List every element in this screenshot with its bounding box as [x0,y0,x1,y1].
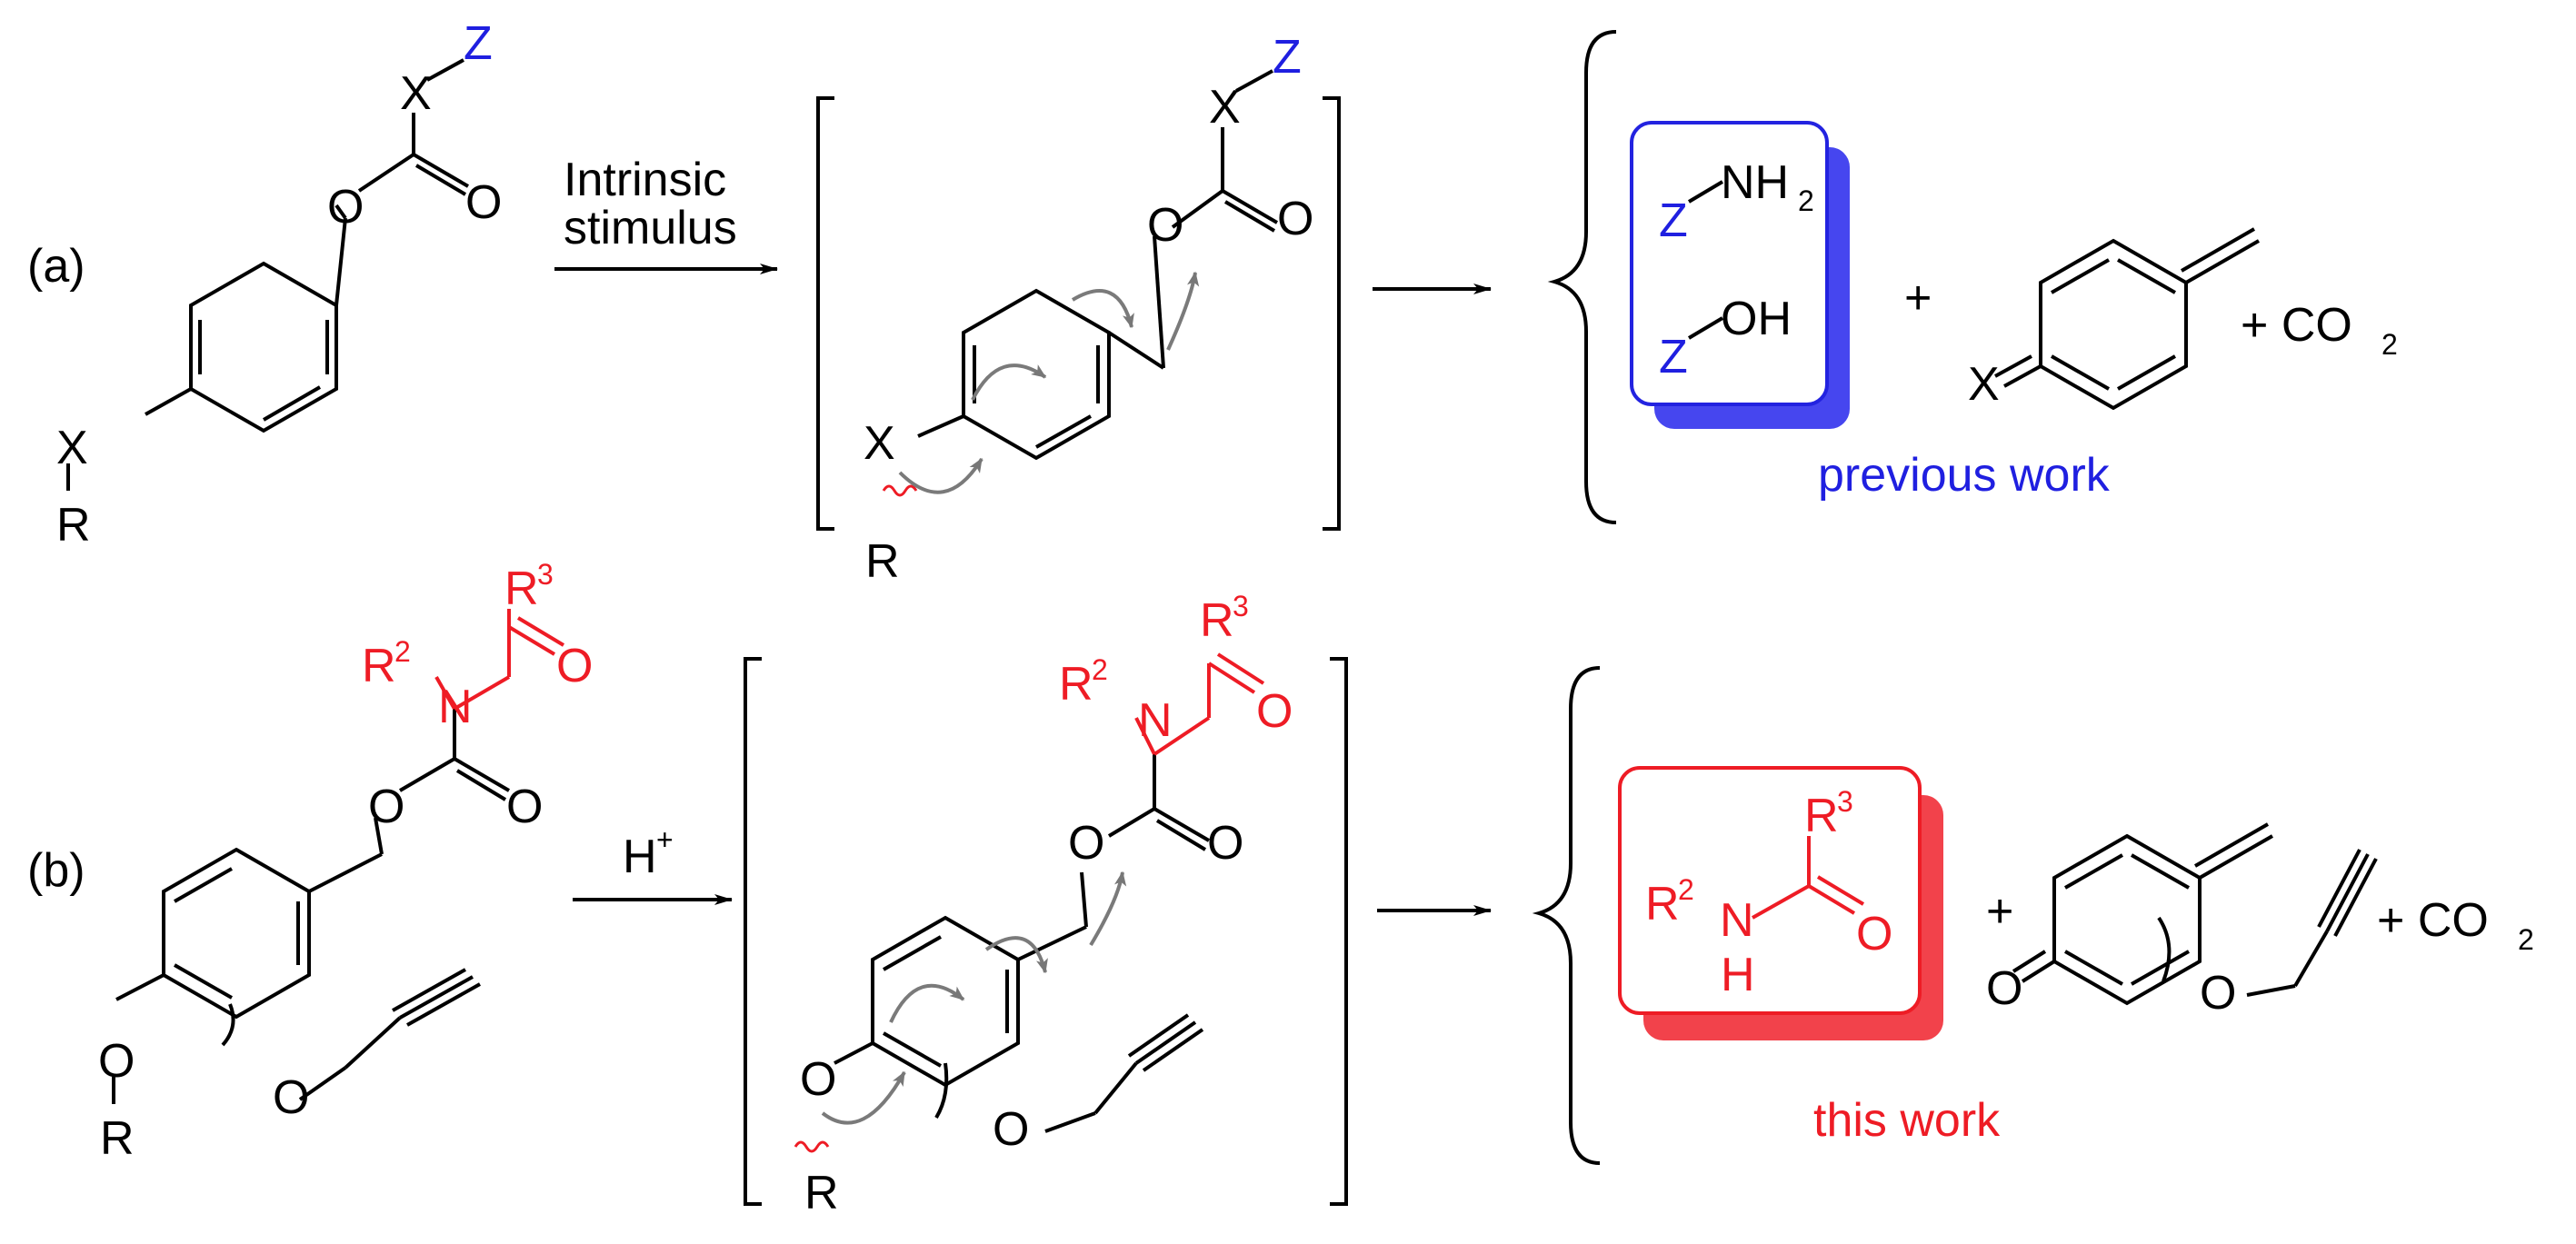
panel-b-qm-ether-o: O [2200,967,2236,1020]
amide-r2-sup: 2 [1678,873,1694,906]
panel-a-stimulus-line2: stimulus [564,202,737,254]
panel-b-sm-phenol-o: O [98,1035,135,1088]
panel-b-amide [1752,836,1865,920]
panel-a-int-carbonyl-o: O [1277,193,1313,245]
panel-a-electron-arrows [898,271,1200,494]
amine-nh-sub: 2 [1798,184,1814,217]
panel-a-label: (a) [27,240,85,293]
panel-b-caption: this work [1813,1094,2001,1147]
amide-n: N [1720,894,1754,947]
panel-a-sm-z: Z [464,17,493,70]
panel-b-sm-carbonyl-o: O [506,781,543,833]
panel-b-qm-o: O [1986,962,2022,1015]
panel-b-sm-r: R [100,1112,135,1165]
panel-b-int-n: N [1138,694,1173,747]
panel-a-int-ring-x: X [864,417,895,470]
panel-a-bracket-right [1323,96,1341,531]
amide-r3-sup: 3 [1837,785,1853,818]
panel-b-sm-ester-o: O [368,781,404,833]
panel-a-co2-sub: 2 [2381,328,2398,361]
panel-b-electron-arrows [821,871,1127,1125]
panel-b-int-phenol-o: O [800,1053,836,1106]
panel-b-int-r2: R [1059,658,1093,711]
panel-a-sm-ring-x: X [56,422,88,474]
panel-b-int-r: R [804,1167,839,1219]
panel-b-sm-r3: R [504,562,539,615]
panel-a-qm-x: X [1968,358,2000,411]
panel-b-product-box [1618,766,1922,1015]
panel-a-int-r: R [865,535,900,588]
panel-a-alcohol: Z OH [1659,293,1792,383]
panel-a-product-box [1630,121,1829,406]
panel-b-int-carbonyl-o: O [1207,817,1243,870]
panel-b-int-amide-o: O [1256,685,1293,738]
amide-r2: R [1645,878,1680,931]
panel-b-bracket-right [1330,657,1348,1206]
panel-b-stimulus-sup: + [656,823,674,856]
panel-a: (a) O O X Z X R Intrinsic stimulus [27,17,2398,588]
panel-a-sm-carbonyl-o: O [465,176,502,229]
panel-a-intermediate [917,69,1279,461]
amine-z: Z [1659,194,1688,247]
panel-b-co2: + CO [2377,894,2489,947]
panel-b-int-r3-sup: 3 [1233,590,1249,622]
panel-a-int-z: Z [1273,31,1302,84]
panel-a-int-x: X [1209,81,1241,134]
panel-b-cleaved-bond [794,1140,830,1153]
panel-a-brace [1547,30,1617,524]
panel-b-sm-r2: R [362,640,396,692]
alcohol-z: Z [1659,331,1688,383]
panel-a-stimulus-line1: Intrinsic [564,154,726,206]
panel-a-bracket-left [816,96,834,531]
panel-b-int-ester-o: O [1068,817,1104,870]
panel-b-starting-material [112,609,565,1104]
panel-b-bracket-left [744,657,762,1206]
panel-b-sm-amide-o: O [556,640,593,692]
panel-a-sm-ester-o: O [327,181,364,234]
panel-a-starting-material [66,58,470,491]
panel-b-sm-r3-sup: 3 [537,558,554,591]
amide-o: O [1856,908,1892,960]
panel-a-sm-x: X [400,67,432,120]
amide-r3: R [1804,790,1839,842]
panel-b-int-ether-o: O [993,1103,1029,1156]
panel-b-plus-1: + [1986,885,2013,938]
panel-a-amine: Z NH 2 [1659,156,1814,247]
panel-b-label: (b) [27,844,85,897]
panel-a-quinone-methide [1994,227,2260,411]
panel-b-quinone-methide [2012,822,2378,1006]
panel-b-int-r3: R [1200,594,1234,647]
amine-nh: NH [1721,156,1789,209]
alcohol-oh: OH [1721,293,1792,345]
panel-a-int-ester-o: O [1147,199,1183,252]
panel-a-cleaved-bond [882,484,918,497]
panel-a-plus-1: + [1904,272,1932,324]
panel-b-sm-n: N [438,681,473,733]
panel-b-intermediate [834,652,1265,1133]
panel-b: (b) [27,558,2534,1219]
panel-b-stimulus: H [623,831,657,883]
panel-b-co2-sub: 2 [2518,923,2534,956]
panel-a-sm-r: R [56,499,91,552]
panel-a-co2: + CO [2241,299,2352,352]
panel-a-caption: previous work [1818,449,2111,502]
panel-b-brace [1532,666,1601,1165]
panel-b-sm-ether-o: O [273,1071,309,1124]
panel-b-sm-r2-sup: 2 [394,635,411,668]
amide-h: H [1721,949,1755,1001]
panel-b-int-r2-sup: 2 [1092,653,1108,686]
